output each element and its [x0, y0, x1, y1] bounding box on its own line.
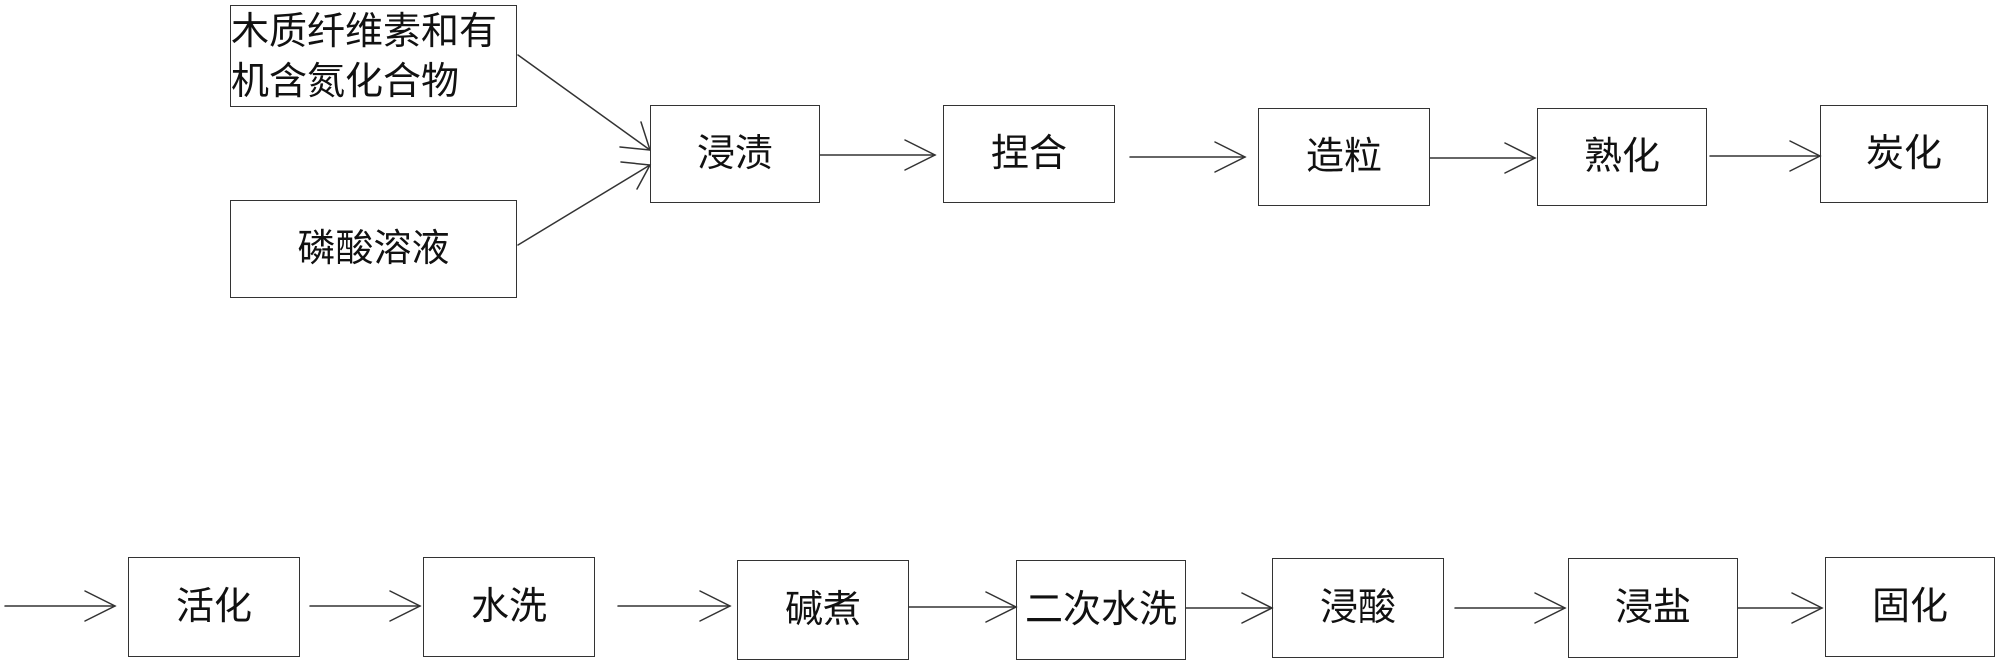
arrow-2	[1129, 141, 1247, 173]
arrow-5	[4, 590, 117, 622]
input-box-phosphoric-acid: 磷酸溶液	[230, 200, 517, 298]
step-activation: 活化	[128, 557, 300, 657]
step-label: 熟化	[1583, 134, 1660, 179]
arrow-7	[617, 590, 732, 622]
input-label-phosphoric-acid: 磷酸溶液	[297, 226, 450, 271]
step-impregnation: 浸渍	[650, 105, 820, 203]
step-alkali-boil: 碱煮	[737, 560, 909, 660]
step-aging: 熟化	[1537, 108, 1707, 206]
step-carbonization: 炭化	[1820, 105, 1988, 203]
step-water-wash: 水洗	[423, 557, 595, 657]
step-label: 固化	[1871, 584, 1948, 629]
step-second-wash: 二次水洗	[1016, 560, 1186, 660]
input-label-lignocellulose: 木质纤维素和有机含氮化合物	[231, 9, 498, 103]
step-label: 水洗	[470, 584, 547, 629]
step-kneading: 捏合	[943, 105, 1115, 203]
step-salt-soak: 浸盐	[1568, 558, 1738, 658]
step-label: 造粒	[1305, 134, 1382, 179]
arrow-raw1-to-impregnation	[517, 54, 652, 151]
step-label: 炭化	[1865, 131, 1942, 176]
arrow-1	[819, 139, 937, 171]
step-acid-soak: 浸酸	[1272, 558, 1444, 658]
step-label: 浸渍	[696, 131, 773, 176]
arrow-9	[1185, 592, 1274, 624]
step-label: 浸盐	[1614, 585, 1691, 630]
step-label: 碱煮	[784, 587, 861, 632]
step-granulation: 造粒	[1258, 108, 1430, 206]
arrow-raw2-to-impregnation	[517, 161, 652, 246]
arrow-3	[1429, 142, 1537, 174]
arrow-6	[309, 590, 422, 622]
step-label: 活化	[175, 584, 252, 629]
step-label: 二次水洗	[1024, 587, 1177, 632]
step-label: 捏合	[990, 131, 1067, 176]
input-box-lignocellulose: 木质纤维素和有机含氮化合物	[230, 5, 517, 107]
step-curing: 固化	[1825, 557, 1995, 657]
arrow-8	[908, 591, 1018, 623]
arrow-10	[1454, 592, 1567, 624]
step-label: 浸酸	[1319, 585, 1396, 630]
arrow-11	[1737, 592, 1824, 624]
arrow-4	[1709, 140, 1822, 172]
